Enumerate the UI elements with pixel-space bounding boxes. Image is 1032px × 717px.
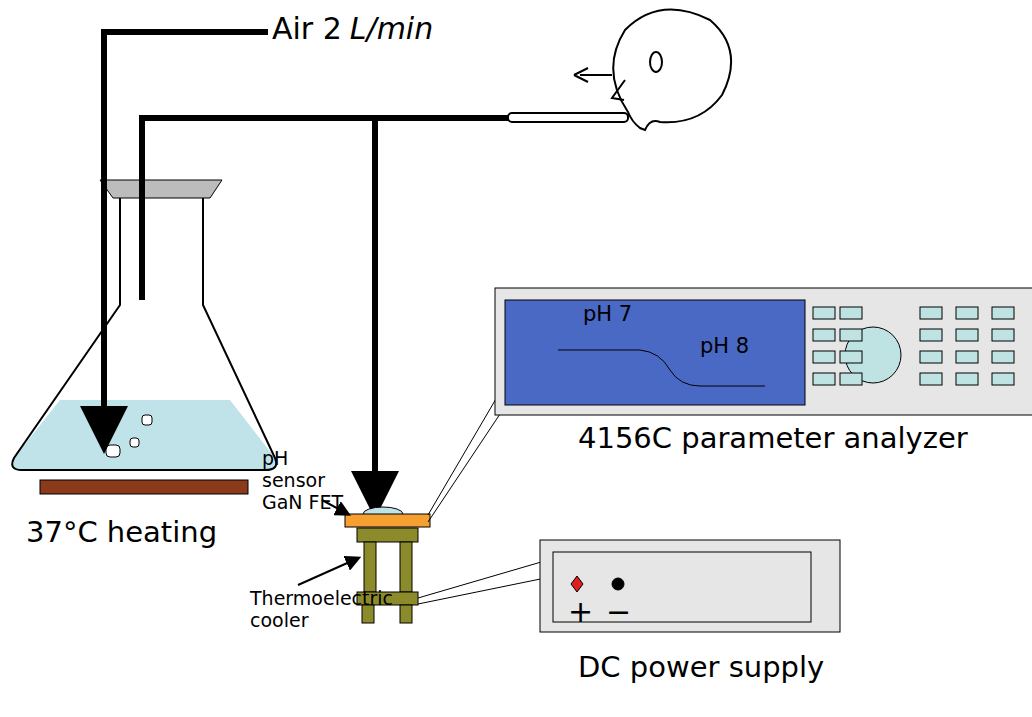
wires bbox=[418, 392, 560, 604]
power-supply-box: +−DC power supply bbox=[540, 540, 840, 632]
parameter-analyzer bbox=[495, 288, 1032, 415]
device-caption: DC power supply bbox=[578, 651, 824, 684]
label: 37°C heating bbox=[26, 516, 217, 549]
dc-power-supply bbox=[540, 540, 840, 632]
display-text: pH 8 bbox=[700, 334, 749, 358]
device-caption: 4156C parameter analyzer bbox=[578, 422, 968, 455]
display-text: + bbox=[568, 595, 593, 630]
label: pH sensor GaN FET bbox=[262, 448, 352, 514]
air-tubes bbox=[104, 32, 530, 495]
display-text: − bbox=[606, 595, 631, 630]
label: L/min bbox=[350, 12, 433, 47]
display-text: pH 7 bbox=[583, 302, 632, 326]
flow-arrow bbox=[574, 68, 612, 82]
face bbox=[508, 10, 731, 130]
label: Thermoelectric cooler bbox=[250, 588, 390, 632]
analyzer-box: pH 7pH 84156C parameter analyzer bbox=[495, 288, 1032, 415]
label: Air 2 bbox=[272, 12, 342, 47]
callout-arrows bbox=[298, 500, 354, 585]
